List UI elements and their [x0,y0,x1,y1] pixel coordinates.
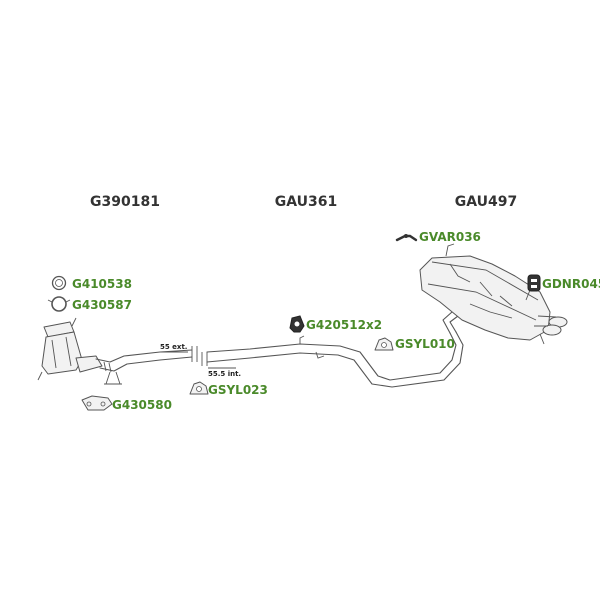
flange-gasket-icon[interactable] [81,395,113,411]
middle-pipe [206,331,464,388]
clamp-ring-icon[interactable] [47,296,71,312]
part-label-mount-rubber-front[interactable]: GSYL023 [208,383,268,397]
dimension-internal: 55.5 int. [208,370,241,378]
rear-silencer [419,243,568,345]
mount-rubber-rear-icon[interactable] [527,274,541,292]
part-label-mount-rubber-mid[interactable]: GSYL010 [395,337,455,351]
pipe-joint [160,346,236,369]
part-label-clamp-ring[interactable]: G430587 [72,298,132,312]
part-label-hanger-rubber[interactable]: G420512x2 [306,318,382,332]
part-label-flange-gasket[interactable]: G430580 [112,398,172,412]
mount-rubber-front-icon[interactable] [189,381,209,395]
dpf-catalyst [37,317,103,381]
part-label-hanger-bracket[interactable]: GVAR036 [419,230,481,244]
part-label-gasket-ring[interactable]: G410538 [72,277,132,291]
gasket-ring-icon[interactable] [51,275,67,291]
front-pipe [95,349,193,385]
hanger-bracket-icon[interactable] [395,234,418,242]
section-heading-rear: GAU497 [455,194,518,210]
dimension-external: 55 ext. [160,343,187,351]
mount-rubber-mid-icon[interactable] [374,337,394,351]
hanger-rubber-icon[interactable] [289,315,305,333]
section-heading-middle: GAU361 [275,194,338,210]
section-heading-front: G390181 [90,194,160,210]
part-label-mount-rubber-rear[interactable]: GDNR045 [542,277,600,291]
